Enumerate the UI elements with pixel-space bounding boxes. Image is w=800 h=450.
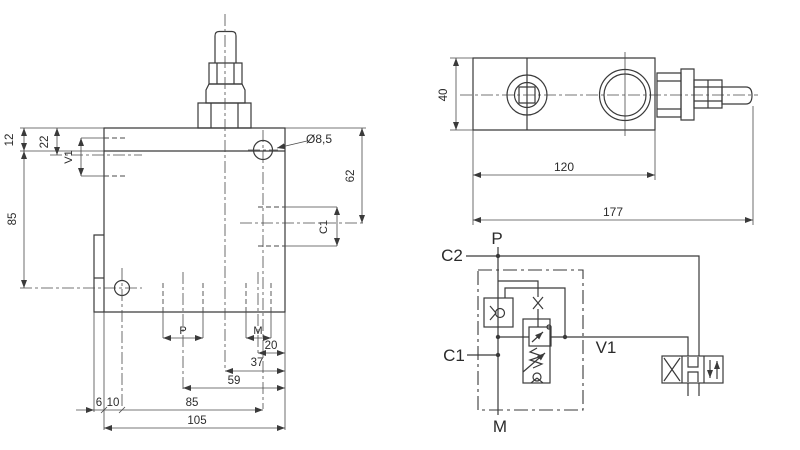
adjust-screw-side: [656, 68, 753, 121]
dim-120-label: 120: [554, 160, 574, 174]
directional-valve-symbol: [661, 355, 724, 396]
dim-62-label: 62: [345, 170, 357, 183]
dim-85-left-label: 85: [7, 213, 19, 226]
dim-105-label: 105: [187, 415, 206, 427]
adjust-screw-front: [197, 30, 252, 129]
side-port-large: [598, 68, 652, 122]
schematic-p-label: P: [491, 229, 502, 248]
schematic-c1-label: C1: [443, 346, 465, 365]
dim-20-label: 20: [265, 340, 278, 352]
check-valve-symbol: [483, 297, 514, 328]
hydraulic-schematic: P C2 C1 M V1: [441, 229, 724, 436]
schematic-c2-label: C2: [441, 246, 463, 265]
side-port-small: [506, 74, 548, 116]
dim-10-label: 10: [107, 397, 120, 409]
pilot-branch-line: [504, 287, 566, 337]
side-view-drawing: 40 120 177: [438, 52, 758, 225]
c2-line: [466, 255, 700, 356]
orifice-symbol: [498, 280, 544, 327]
dim-59-label: 59: [228, 375, 241, 387]
schematic-m-label: M: [493, 417, 507, 436]
dim-12-label: 12: [4, 134, 16, 147]
relief-valve-symbol: [522, 318, 552, 384]
dim-37-label: 37: [251, 357, 264, 369]
dim-22-label: 22: [39, 136, 51, 149]
port-m-label: M: [253, 325, 262, 337]
front-view-drawing: 12 85 22 V1 Ø8,5 62 C1 P M 20 37 59 6 10…: [4, 14, 366, 431]
valve-block-boundary: [477, 269, 584, 411]
schematic-v1-label: V1: [596, 338, 617, 357]
dim-177-label: 177: [603, 205, 623, 219]
v1-line: [498, 336, 689, 356]
port-p-label: P: [179, 325, 186, 337]
dim-85-bottom-label: 85: [186, 397, 199, 409]
port-c1-label: C1: [318, 220, 330, 234]
dim-diameter-label: Ø8,5: [306, 132, 332, 146]
port-v1-label: V1: [63, 150, 75, 163]
dim-40-label: 40: [438, 89, 450, 102]
dim-6-label: 6: [96, 397, 102, 409]
